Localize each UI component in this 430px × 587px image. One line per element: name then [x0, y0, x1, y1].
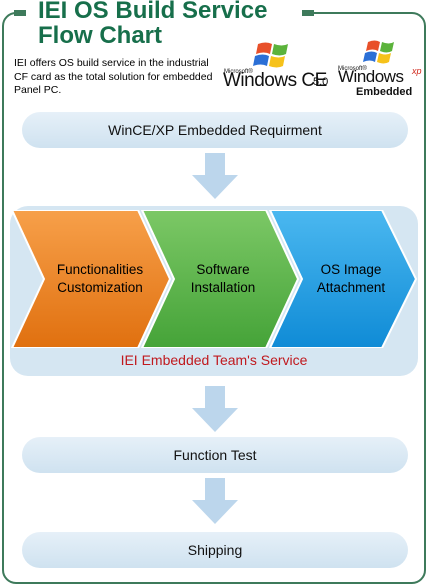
windows-xp-embedded-logo: Microsoft® Windows xp Embedded — [336, 38, 426, 100]
requirement-label: WinCE/XP Embedded Requirment — [108, 122, 322, 138]
function-test-label: Function Test — [173, 447, 257, 463]
stage-label-installation: Software Installation — [190, 262, 256, 295]
title-accent-right — [302, 10, 314, 16]
requirement-step: WinCE/XP Embedded Requirment — [22, 112, 408, 148]
title-line-1: IEI OS Build Service — [38, 0, 268, 24]
stage-chevron-installation — [140, 210, 300, 348]
diagram-title: IEI OS Build Service Flow Chart — [38, 0, 267, 48]
service-stages — [10, 210, 418, 348]
down-arrow-icon — [192, 478, 238, 524]
intro-text: IEI offers OS build service in the indus… — [14, 57, 213, 96]
service-label: IEI Embedded Team's Service — [120, 352, 308, 368]
windows-flag-icon — [253, 42, 288, 68]
windows-flag-icon — [363, 40, 394, 64]
stage-chevron-attachment — [268, 210, 418, 348]
function-test-step: Function Test — [22, 437, 408, 473]
down-arrow-icon — [192, 386, 238, 432]
title-line-2: Flow Chart — [38, 22, 162, 49]
shipping-label: Shipping — [187, 542, 243, 558]
title-accent-left — [14, 10, 26, 16]
windows-ce-logo: Microsoft® Windows CE 5.0 — [222, 38, 332, 91]
stage-label-customization: Functionalities Customization — [56, 262, 144, 295]
stage-chevron-customization — [10, 210, 172, 348]
stage-label-attachment: OS Image Attachment — [316, 262, 386, 295]
down-arrow-icon — [192, 153, 238, 199]
shipping-step: Shipping — [22, 532, 408, 568]
